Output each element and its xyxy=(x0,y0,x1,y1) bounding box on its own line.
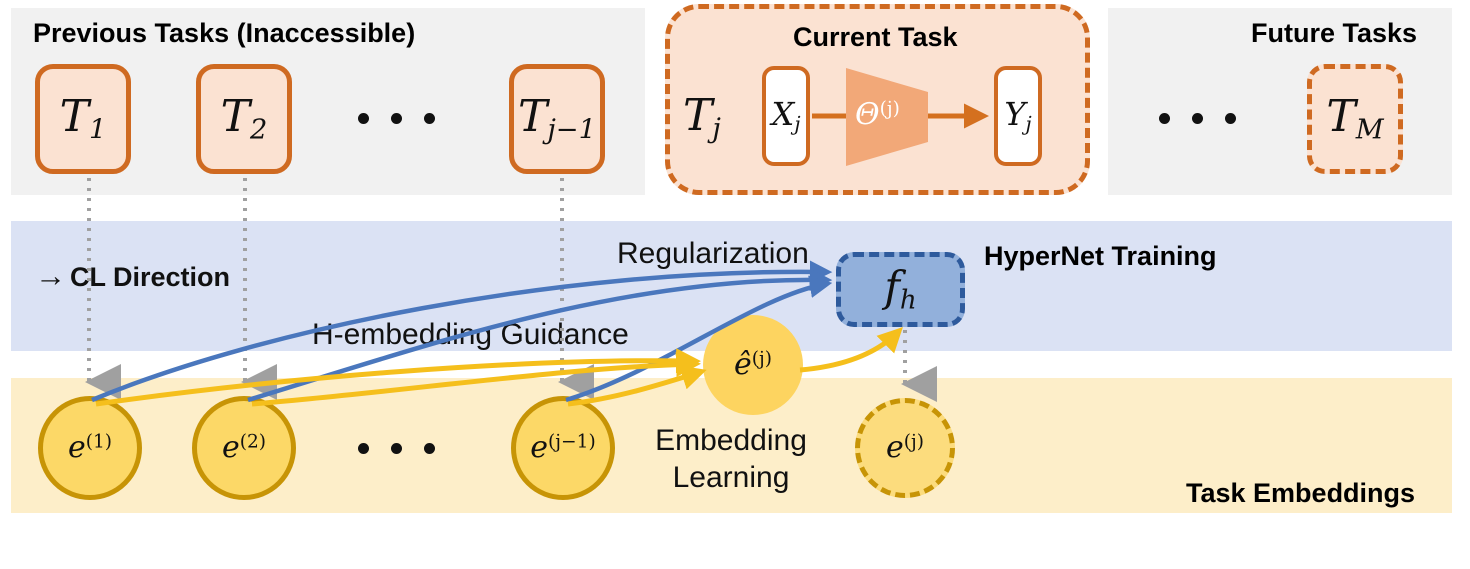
task-label-t1: T1 xyxy=(59,90,107,146)
task-label-tj-minus-1: Tj−1 xyxy=(517,90,596,146)
embedding-learning-line-1: Embedding xyxy=(655,424,807,457)
embeddings-ellipsis xyxy=(358,443,435,454)
ellipsis-dot xyxy=(1159,113,1170,124)
regularization-label: Regularization xyxy=(617,237,809,270)
ellipsis-dot xyxy=(1225,113,1236,124)
ellipsis-dot xyxy=(424,443,435,454)
embedding-learning-line-2: Learning xyxy=(672,460,790,494)
ellipsis-dot xyxy=(391,443,402,454)
ellipsis-dot xyxy=(1192,113,1203,124)
hypernet-training-title: HyperNet Training xyxy=(984,241,1217,271)
theta-label: Θ(j) xyxy=(855,97,900,132)
ellipsis-dot xyxy=(391,113,402,124)
embedding-label-e1: e(1) xyxy=(67,430,113,465)
embedding-circle-ej[interactable]: e(j) xyxy=(855,398,955,498)
future-tasks-ellipsis xyxy=(1159,113,1236,124)
task-box-tj-minus-1[interactable]: Tj−1 xyxy=(509,64,605,174)
ellipsis-dot xyxy=(358,443,369,454)
embedding-label-e2: e(2) xyxy=(221,430,267,465)
hypernet-box[interactable]: fh xyxy=(836,252,965,327)
current-task-output-label: Yj xyxy=(1004,94,1032,136)
embedding-circle-ej-minus-1[interactable]: e(j−1) xyxy=(511,396,615,500)
task-label-tM: TM xyxy=(1326,90,1384,146)
future-tasks-title: Future Tasks xyxy=(1251,18,1418,48)
embedding-circle-e2[interactable]: e(2) xyxy=(192,396,296,500)
current-task-input-box[interactable]: Xj xyxy=(762,66,810,166)
cl-direction-arrow-icon: → xyxy=(35,258,66,293)
embedding-label-ej-minus-1: e(j−1) xyxy=(530,430,596,465)
embedding-label-e-hat-j: ê(j) xyxy=(733,347,773,382)
task-label-t2: T2 xyxy=(220,90,268,146)
task-embeddings-title: Task Embeddings xyxy=(1186,478,1416,508)
current-task-input-label: Xj xyxy=(771,94,801,136)
embedding-learning-label: Embedding Learning xyxy=(616,423,846,496)
h-embedding-guidance-label: H-embedding Guidance xyxy=(312,318,629,351)
previous-tasks-title: Previous Tasks (Inaccessible) xyxy=(33,18,416,48)
hypernet-label: fh xyxy=(884,261,917,316)
task-box-tM[interactable]: TM xyxy=(1307,64,1403,174)
current-task-output-box[interactable]: Yj xyxy=(994,66,1042,166)
ellipsis-dot xyxy=(424,113,435,124)
current-task-title: Current Task xyxy=(793,22,958,52)
task-box-t2[interactable]: T2 xyxy=(196,64,292,174)
cl-direction-label: CL Direction xyxy=(70,262,231,292)
embedding-circle-e-hat-j[interactable]: ê(j) xyxy=(703,315,803,415)
embedding-label-ej: e(j) xyxy=(885,430,925,465)
ellipsis-dot xyxy=(358,113,369,124)
task-label-tj: Tj xyxy=(683,90,721,145)
task-box-t1[interactable]: T1 xyxy=(35,64,131,174)
embedding-circle-e1[interactable]: e(1) xyxy=(38,396,142,500)
previous-tasks-ellipsis xyxy=(358,113,435,124)
